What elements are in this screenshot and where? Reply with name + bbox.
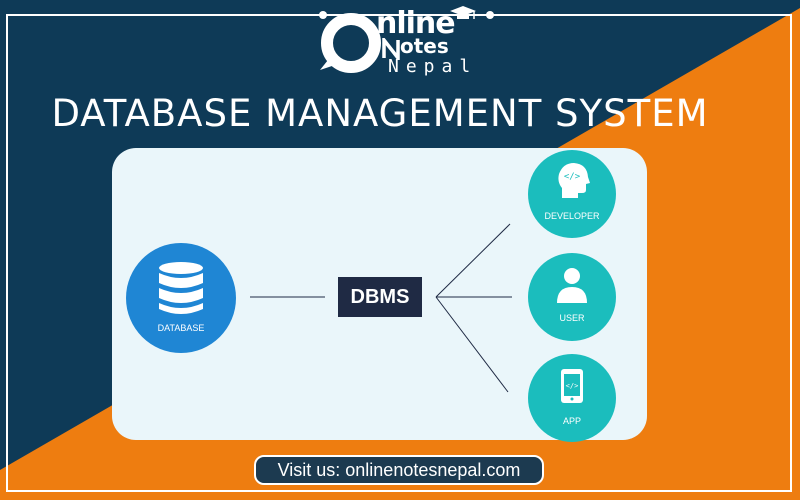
svg-text:</>: </> <box>566 382 579 390</box>
app-label: APP <box>562 416 581 426</box>
page-title: DATABASE MANAGEMENT SYSTEM <box>51 92 709 135</box>
visit-us-link[interactable]: Visit us: onlinenotesnepal.com <box>254 455 544 485</box>
white-frame <box>6 14 792 492</box>
logo-n-letter-icon <box>382 38 400 60</box>
developer-label: DEVELOPER <box>544 211 600 221</box>
logo-text-nepal: Nepal <box>388 56 478 77</box>
developer-head-icon: </> <box>558 163 590 198</box>
user-icon <box>557 268 587 303</box>
database-stack-icon <box>159 262 203 314</box>
mobile-app-icon: </> <box>561 369 583 403</box>
line-dbms-developer <box>435 223 511 298</box>
graduation-cap-icon <box>450 6 476 19</box>
logo-text-notes: otes <box>400 34 449 58</box>
svg-text:</>: </> <box>564 172 581 182</box>
logo-o-mark-icon <box>320 13 381 73</box>
developer-node: </> DEVELOPER <box>528 150 616 238</box>
frame-dot-right <box>486 11 494 19</box>
database-label: DATABASE <box>157 323 205 333</box>
online-notes-nepal-logo: nline otes Nepal <box>318 4 488 82</box>
app-node: </> APP <box>528 354 616 442</box>
database-node: DATABASE <box>126 243 236 353</box>
line-dbms-app <box>435 296 509 393</box>
user-label: USER <box>559 313 585 323</box>
logo-text-online: nline <box>376 6 456 41</box>
frame-dot-left <box>319 11 327 19</box>
user-node: USER <box>528 253 616 341</box>
dbms-box: DBMS <box>338 277 422 317</box>
